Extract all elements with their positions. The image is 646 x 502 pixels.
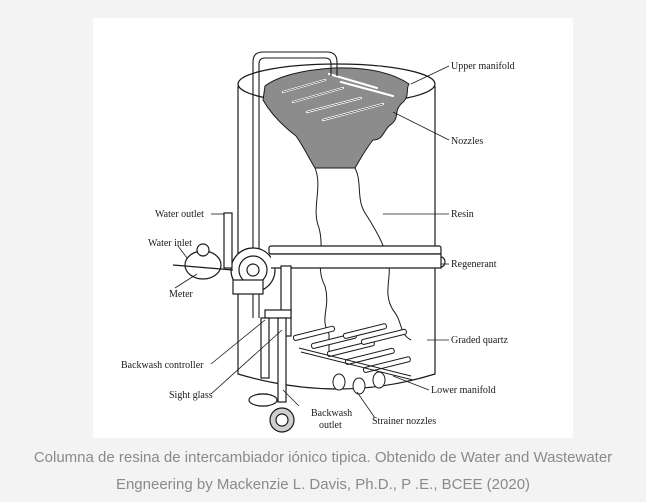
caption-line-2: Engneering by Mackenzie L. Davis, Ph.D.,… [115, 476, 531, 493]
label-graded-quartz: Graded quartz [451, 335, 508, 346]
valve-assembly [172, 212, 446, 433]
ion-exchange-column-figure: Upper manifold Nozzles Water outlet Resi… [93, 18, 573, 438]
label-nozzles: Nozzles [451, 136, 483, 147]
figure-caption: Columna de resina de intercambiador ióni… [0, 444, 646, 498]
caption-line-1: Columna de resina de intercambiador ióni… [33, 449, 613, 466]
label-lower-manifold: Lower manifold [431, 385, 496, 396]
label-upper-manifold: Upper manifold [451, 61, 515, 72]
label-backwash-outlet-line1: Backwash [311, 408, 352, 419]
riser-pipe [252, 51, 338, 318]
label-water-outlet: Water outlet [155, 209, 204, 220]
label-meter: Meter [169, 289, 194, 300]
strainer-nozzles [332, 371, 386, 395]
leader-lines [174, 65, 450, 419]
ion-exchange-diagram: Upper manifold Nozzles Water outlet Resi… [121, 51, 515, 433]
label-resin: Resin [451, 209, 474, 220]
label-strainer-nozzles: Strainer nozzles [372, 416, 436, 427]
resin-cutaway [262, 67, 410, 169]
label-backwash-outlet-line2: outlet [319, 420, 342, 431]
label-regenerant: Regenerant [451, 259, 497, 270]
label-water-inlet: Water inlet [148, 238, 192, 249]
label-sight-glass: Sight glass [169, 390, 213, 401]
label-backwash-controller: Backwash controller [121, 360, 204, 371]
lower-manifold [292, 323, 414, 381]
